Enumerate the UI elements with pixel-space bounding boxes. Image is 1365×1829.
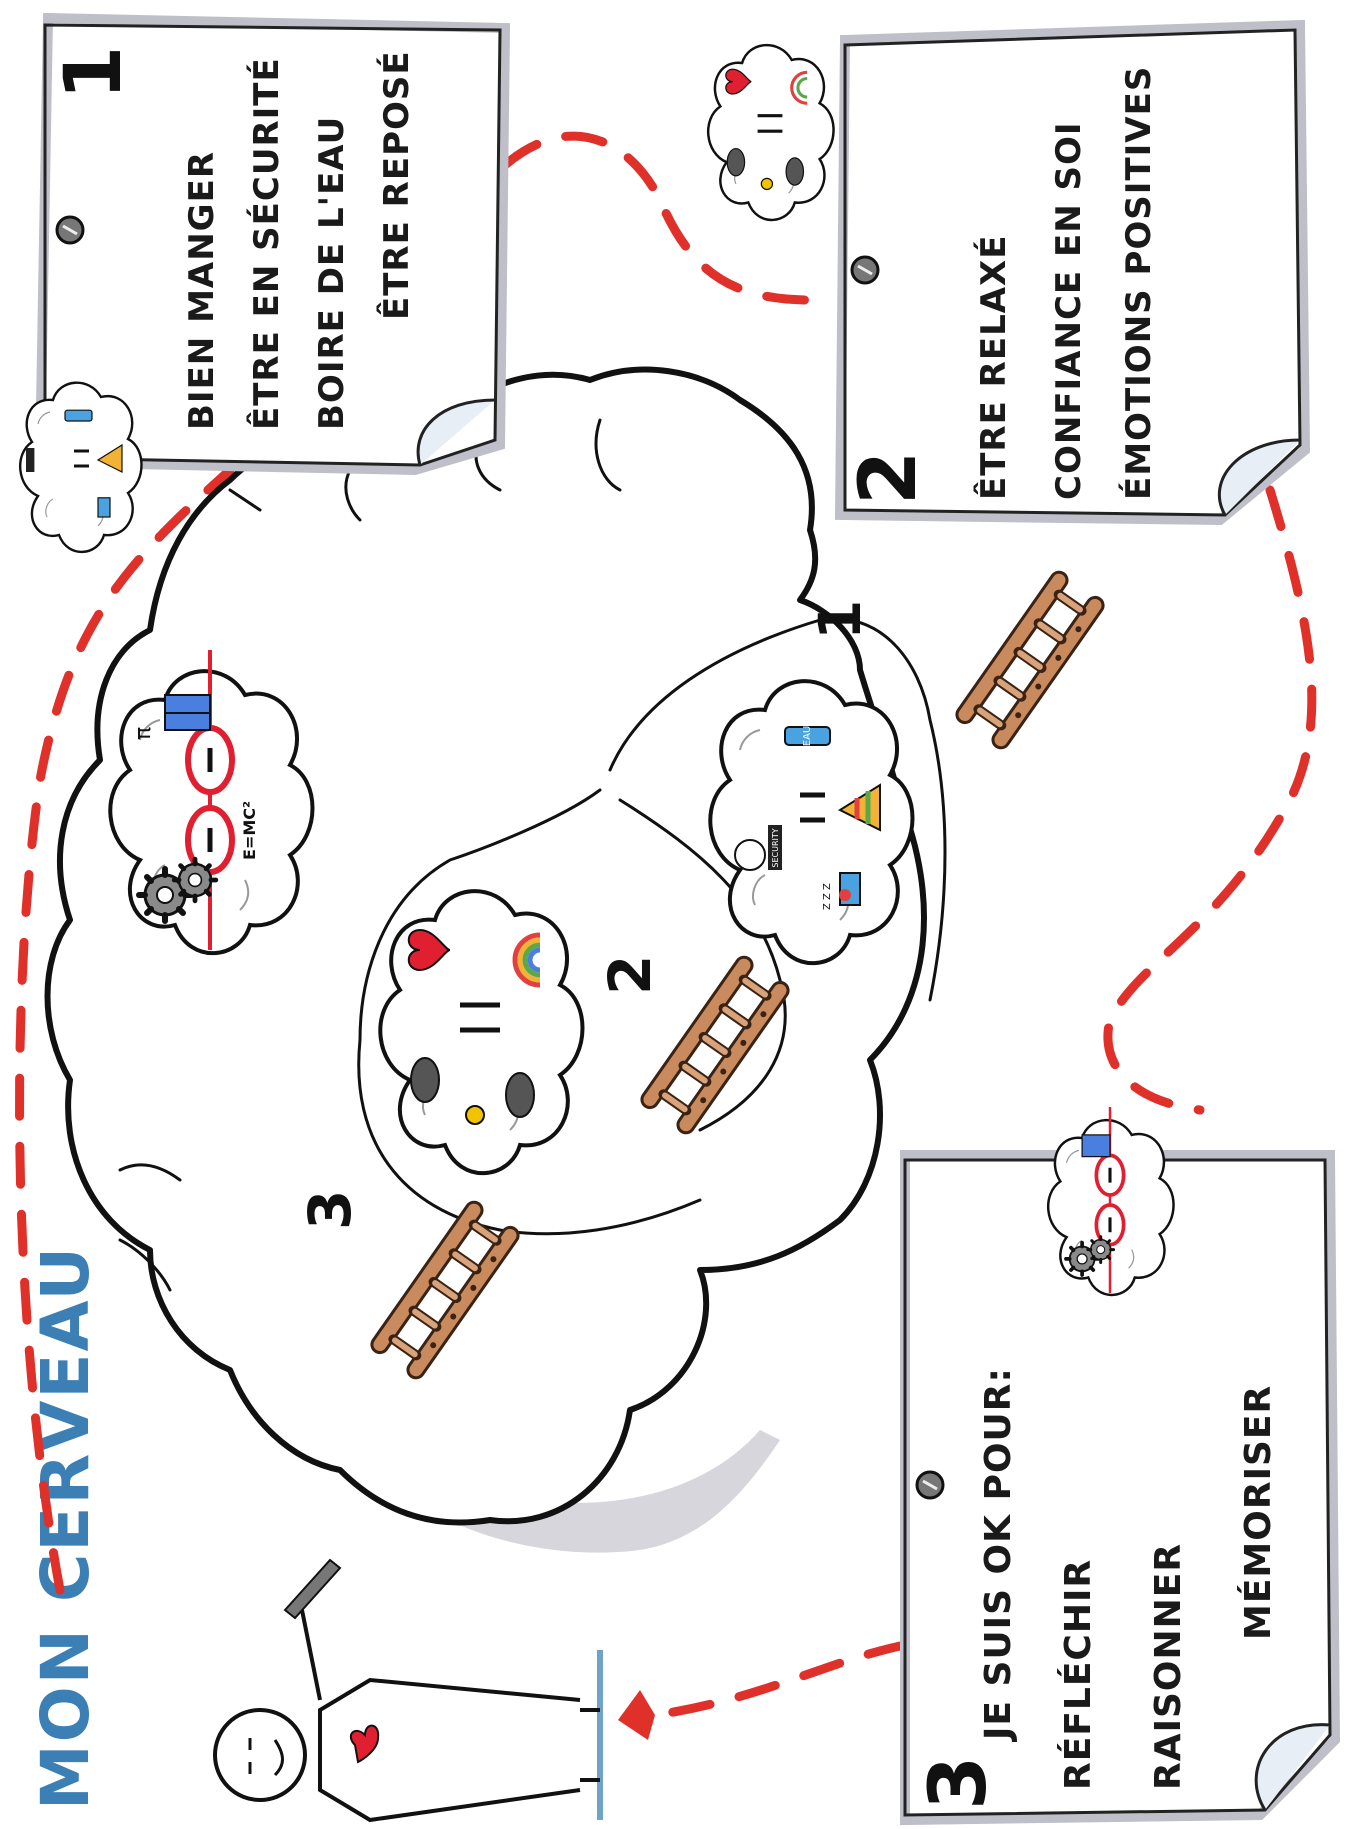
stick-figure	[213, 1558, 603, 1823]
note-3-line-3: RAISONNER	[1148, 1543, 1189, 1790]
figure-head-icon	[213, 1708, 307, 1802]
note-2-paper	[834, 19, 1311, 526]
note-1-line-1: BIEN MANGER	[182, 151, 222, 430]
page-title-group: MON CERVEAU	[27, 1245, 104, 1810]
note-2-line-2: CONFIANCE EN SOI	[1049, 121, 1089, 500]
note-1-paper	[34, 12, 511, 476]
heart-icon	[407, 928, 451, 972]
book-icon	[164, 694, 211, 731]
brain-cloud-level1: EAU SECURITY Z Z Z	[708, 679, 915, 966]
note-2: 2 ÊTRE RELAXÉ CONFIANCE EN SOI ÉMOTIONS …	[834, 19, 1311, 526]
water-bottle-icon	[784, 726, 831, 746]
svg-text:Z Z Z: Z Z Z	[822, 883, 833, 910]
note-2-line-1: ÊTRE RELAXÉ	[973, 235, 1014, 501]
bed-icon: Z Z Z	[822, 872, 861, 910]
pencil-icon	[283, 1558, 342, 1620]
formula-icon: E=MC²	[240, 801, 259, 860]
level-label-3: 3	[296, 1190, 364, 1230]
note-3-line-1: JE SUIS OK POUR:	[978, 1367, 1019, 1743]
note-3-line-4: MÉMORISER	[1237, 1385, 1279, 1640]
food-pyramid-icon	[837, 783, 881, 832]
rainbow-icon	[512, 932, 541, 988]
note-3-number: 3	[914, 1756, 1004, 1810]
pi-icon: π	[131, 727, 156, 740]
note-1-line-3: BOIRE DE L'EAU	[312, 116, 352, 430]
note-1-cloud	[18, 381, 143, 554]
brain-inner-mid	[357, 788, 702, 1236]
note-3-line-2: RÉFLÉCHIR	[1057, 1559, 1099, 1790]
note-1-line-4: ÊTRE REPOSÉ	[376, 50, 417, 320]
pushpin-icon	[850, 255, 880, 285]
note-3-cloud	[1046, 1106, 1175, 1297]
heart-icon	[349, 1724, 380, 1764]
pushpin-icon	[915, 1470, 945, 1500]
brain-cloud-level2	[378, 889, 585, 1176]
pushpin-icon	[55, 215, 85, 245]
note-1-number: 1	[49, 46, 139, 100]
note-3: 3 JE SUIS OK POUR: RÉFLÉCHIR RAISONNER M…	[900, 1150, 1341, 1826]
security-guard-icon: SECURITY	[734, 825, 782, 871]
brain-shadow	[68, 910, 780, 1553]
storm-cloud-icon	[410, 1057, 535, 1118]
note-2-number: 2	[844, 451, 934, 505]
note-2-cloud	[706, 43, 835, 222]
level-label-2: 2	[596, 955, 664, 995]
brain-inner-top	[608, 617, 947, 1002]
brain-inner-low	[618, 798, 787, 1132]
svg-text:EAU: EAU	[802, 726, 813, 746]
note-1-line-2: ÊTRE EN SÉCURITÉ	[246, 57, 287, 430]
note-1: 1 BIEN MANGER ÊTRE EN SÉCURITÉ BOIRE DE …	[34, 12, 511, 476]
brain: 1 2 3 EAU SECURITY Z Z Z	[44, 366, 1107, 1553]
page-title: MON CERVEAU	[27, 1245, 104, 1810]
svg-text:SECURITY: SECURITY	[771, 828, 780, 867]
level-label-1: 1	[806, 600, 874, 640]
ladder-1	[954, 569, 1106, 751]
brain-folds	[118, 418, 622, 1292]
arrow-head	[618, 1690, 655, 1740]
sun-icon	[465, 1105, 485, 1125]
brain-cloud-level3: π E=MC²	[108, 650, 315, 956]
note-2-line-3: ÉMOTIONS POSITIVES	[1118, 66, 1159, 500]
